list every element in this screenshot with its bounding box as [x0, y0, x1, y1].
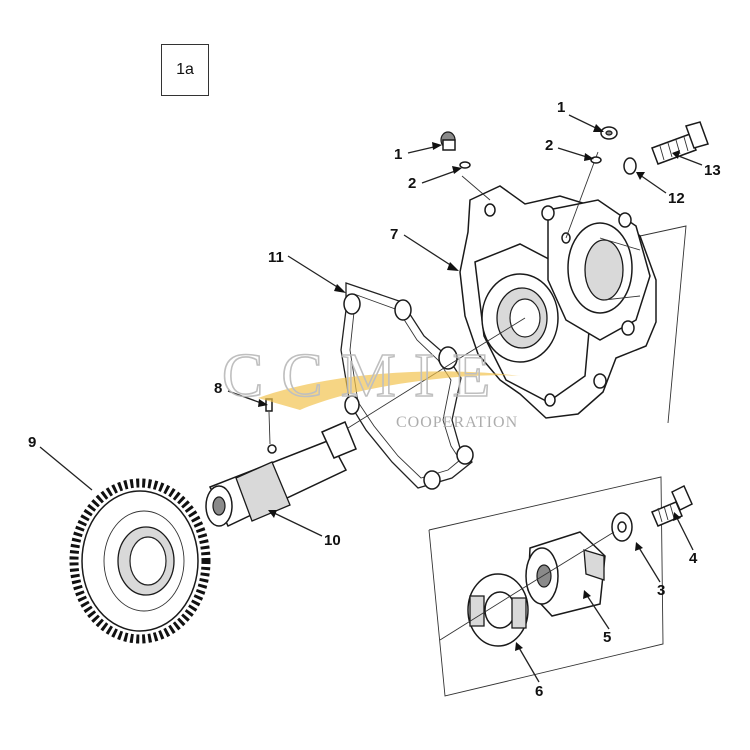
gear-part [69, 478, 211, 644]
coupling-disc-part [439, 531, 615, 647]
callout-oring-left: 2 [408, 175, 416, 192]
shaft-part [205, 421, 357, 528]
callout-bolt-top: 13 [704, 162, 721, 179]
gasket-part [340, 282, 474, 490]
figure-label: 1a [176, 61, 194, 78]
housing-part [347, 151, 657, 429]
washer-top-part [623, 157, 637, 175]
bolt-top-part [651, 121, 709, 165]
figure-label-box: 1a [161, 44, 209, 96]
callout-oring-right: 2 [545, 137, 553, 154]
callout-dowel-pin: 8 [214, 380, 222, 397]
callout-shaft: 10 [324, 532, 341, 549]
callout-coupling-hub: 5 [603, 629, 611, 646]
callout-plug-left: 1 [394, 146, 402, 163]
watermark-subtitle: COOPERATION [396, 414, 518, 431]
housing-frame-line [639, 225, 687, 424]
callout-washer-coupling: 3 [657, 582, 665, 599]
watermark: CCMIE COOPERATION [221, 341, 520, 431]
callout-labels: 1 2 1 2 13 12 7 11 8 9 10 4 3 5 6 [28, 99, 721, 700]
plug-right-part [590, 126, 618, 164]
callout-washer-top: 12 [668, 190, 685, 207]
bolt-coupling-part [651, 484, 693, 527]
callout-housing: 7 [390, 226, 398, 243]
leader-lines [39, 114, 703, 683]
plug-left-part [440, 131, 471, 169]
callout-gear: 9 [28, 434, 36, 451]
callout-coupling-disc: 6 [535, 683, 543, 700]
callout-plug-right: 1 [557, 99, 565, 116]
washer-coupling-part [611, 512, 633, 542]
watermark-swoosh [258, 371, 520, 410]
callout-bolt-coupling: 4 [689, 550, 698, 567]
watermark-letters: CCMIE [222, 342, 508, 410]
callout-gasket: 11 [268, 249, 284, 266]
coupling-frame-box [428, 476, 664, 697]
